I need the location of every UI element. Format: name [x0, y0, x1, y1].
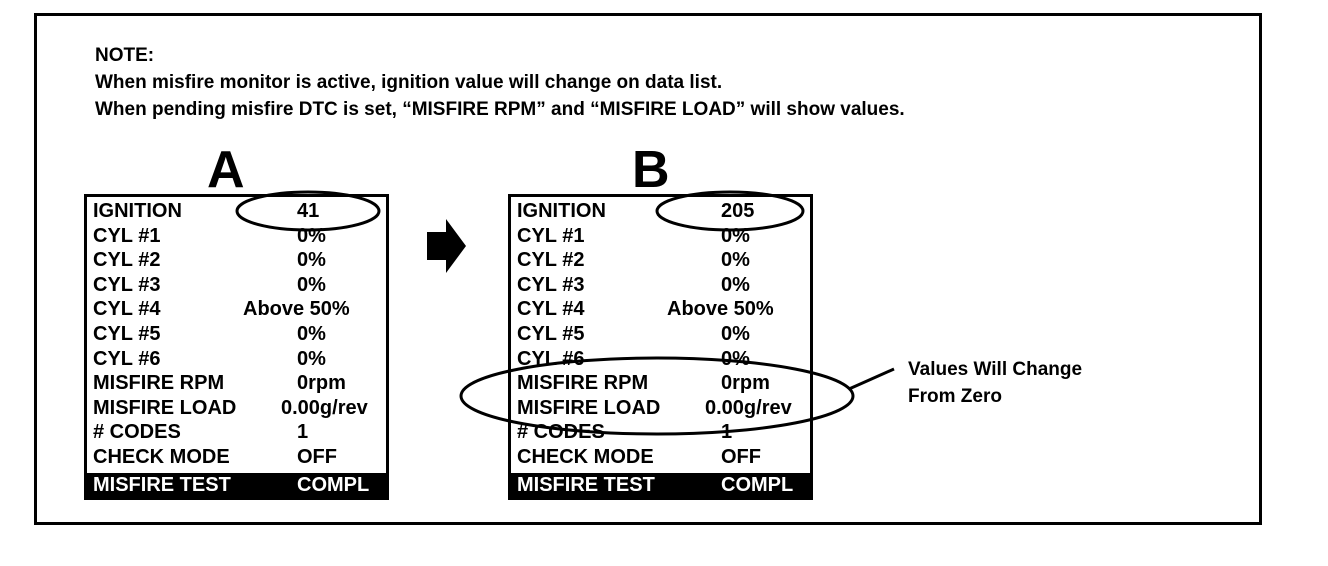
- panel-a-row-label: MISFIRE LOAD: [93, 396, 237, 419]
- panel-a-ignition-highlight-ellipse: [235, 190, 381, 232]
- panel-a-row-value: OFF: [297, 446, 337, 468]
- panel-a-footer-label: MISFIRE TEST: [93, 474, 231, 496]
- panel-b-letter: B: [632, 141, 670, 199]
- annotation-line-1: Values Will Change: [908, 359, 1083, 380]
- panel-b-footer-bar: MISFIRE TEST COMPL: [511, 473, 810, 497]
- panel-a-row-label: CYL #5: [93, 323, 161, 345]
- panel-b-footer-value: COMPL: [721, 474, 794, 496]
- panel-a-row-label: IGNITION: [93, 200, 182, 222]
- panel-b-row-label: IGNITION: [517, 200, 606, 222]
- diagram-frame: [34, 13, 1262, 525]
- panel-a-row-label: CYL #4: [93, 298, 161, 321]
- panel-a-footer-bar: MISFIRE TEST COMPL: [87, 473, 386, 497]
- panel-b-misfire-highlight-ellipse: [459, 356, 855, 436]
- annotation-callout: Values Will Change From Zero: [908, 356, 1082, 410]
- panel-a-row-value: 0%: [297, 347, 326, 370]
- panel-a-row-label: MISFIRE RPM: [93, 372, 225, 395]
- note-heading: NOTE:: [95, 45, 155, 66]
- note-line-2: When pending misfire DTC is set, “MISFIR…: [95, 99, 905, 120]
- panel-a-row-value: 0rpm: [297, 372, 346, 395]
- panel-b-row-value: 0%: [721, 323, 750, 345]
- panel-a-row-value: 0.00g/rev: [281, 396, 368, 419]
- panel-a-row-label: CYL #1: [93, 224, 161, 247]
- panel-b-row-label: CYL #1: [517, 224, 585, 247]
- note-line-1: When misfire monitor is active, ignition…: [95, 72, 723, 93]
- panel-a-row-label: CYL #6: [93, 347, 161, 370]
- panel-a-row-label: CYL #3: [93, 273, 161, 296]
- panel-a-row-label: CYL #2: [93, 249, 161, 272]
- panel-a-row-label: # CODES: [93, 421, 181, 444]
- panel-a-row-label: CHECK MODE: [93, 446, 230, 468]
- panel-b-row-label: MISFIRE RPM: [517, 372, 649, 395]
- annotation-line-2: From Zero: [908, 386, 1002, 407]
- panel-b-row-label: MISFIRE LOAD: [517, 396, 661, 419]
- panel-b-ignition-highlight-ellipse: [655, 190, 805, 232]
- panel-b-row-label: CHECK MODE: [517, 446, 654, 468]
- panel-b-row-value: 0.00g/rev: [705, 396, 792, 419]
- panel-a-row-value: 0%: [297, 249, 326, 272]
- panel-a-footer-value: COMPL: [297, 474, 370, 496]
- panel-a-row-value: 41: [297, 200, 320, 222]
- panel-a-row-value: 0%: [297, 323, 326, 345]
- panel-a-row-value: 0%: [297, 273, 326, 296]
- panel-b-row-label: CYL #2: [517, 249, 585, 272]
- panel-b-footer-label: MISFIRE TEST: [517, 474, 655, 496]
- panel-b-row-value: 0%: [721, 273, 750, 296]
- panel-b-row-value: 0%: [721, 347, 750, 370]
- panel-b-row-value: OFF: [721, 446, 761, 468]
- panel-a-row-value: 1: [297, 421, 309, 444]
- panel-b-row-value: Above 50%: [667, 298, 774, 321]
- panel-b-row-label: CYL #5: [517, 323, 585, 345]
- panel-a-letter: A: [207, 141, 245, 199]
- panel-a-row-value: Above 50%: [243, 298, 350, 321]
- panel-b-row-label: CYL #6: [517, 347, 585, 370]
- annotation-leader-line: [848, 367, 895, 391]
- panel-b-row-label: CYL #3: [517, 273, 585, 296]
- panel-b-row-value: 0%: [721, 249, 750, 272]
- panel-b-row-label: CYL #4: [517, 298, 585, 321]
- panel-b-row-value: 205: [721, 200, 755, 222]
- right-arrow-icon: [427, 219, 466, 273]
- panel-b-row-value: 0rpm: [721, 372, 770, 395]
- note-block: NOTE: When misfire monitor is active, ig…: [95, 42, 905, 123]
